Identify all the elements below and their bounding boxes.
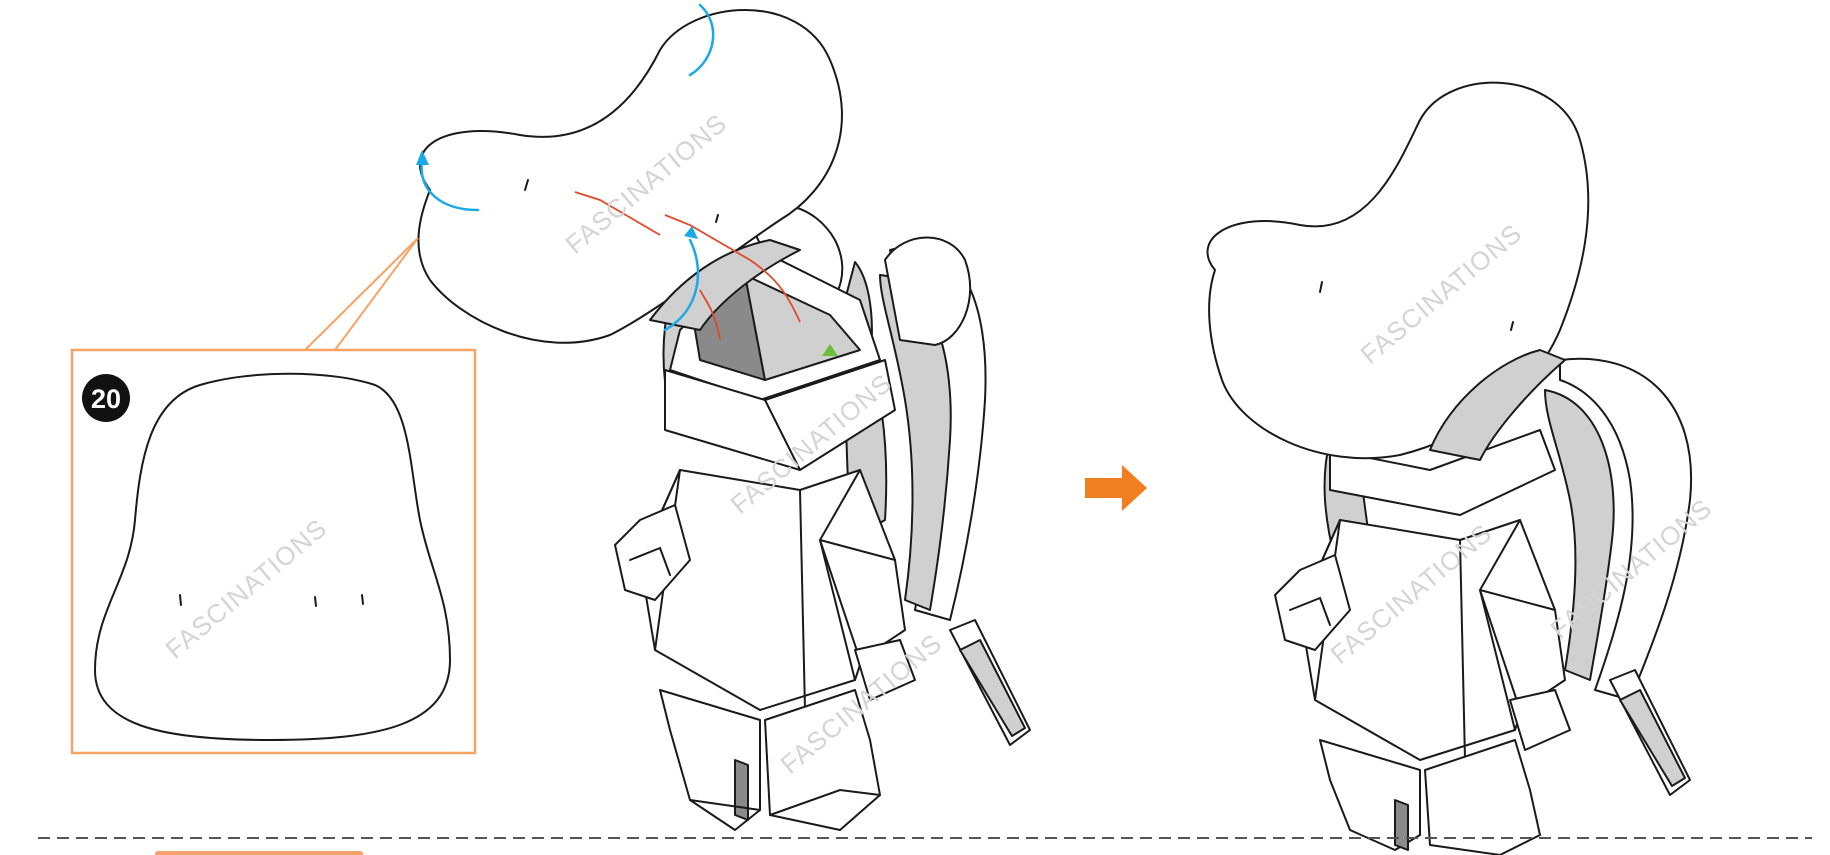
- bottom-tab: [155, 851, 363, 855]
- right-arrow-icon: [1085, 465, 1147, 511]
- step-number: 20: [91, 384, 121, 414]
- inset-callout: 20 FASCINATIONS: [72, 238, 475, 753]
- robot-after: [1208, 83, 1692, 855]
